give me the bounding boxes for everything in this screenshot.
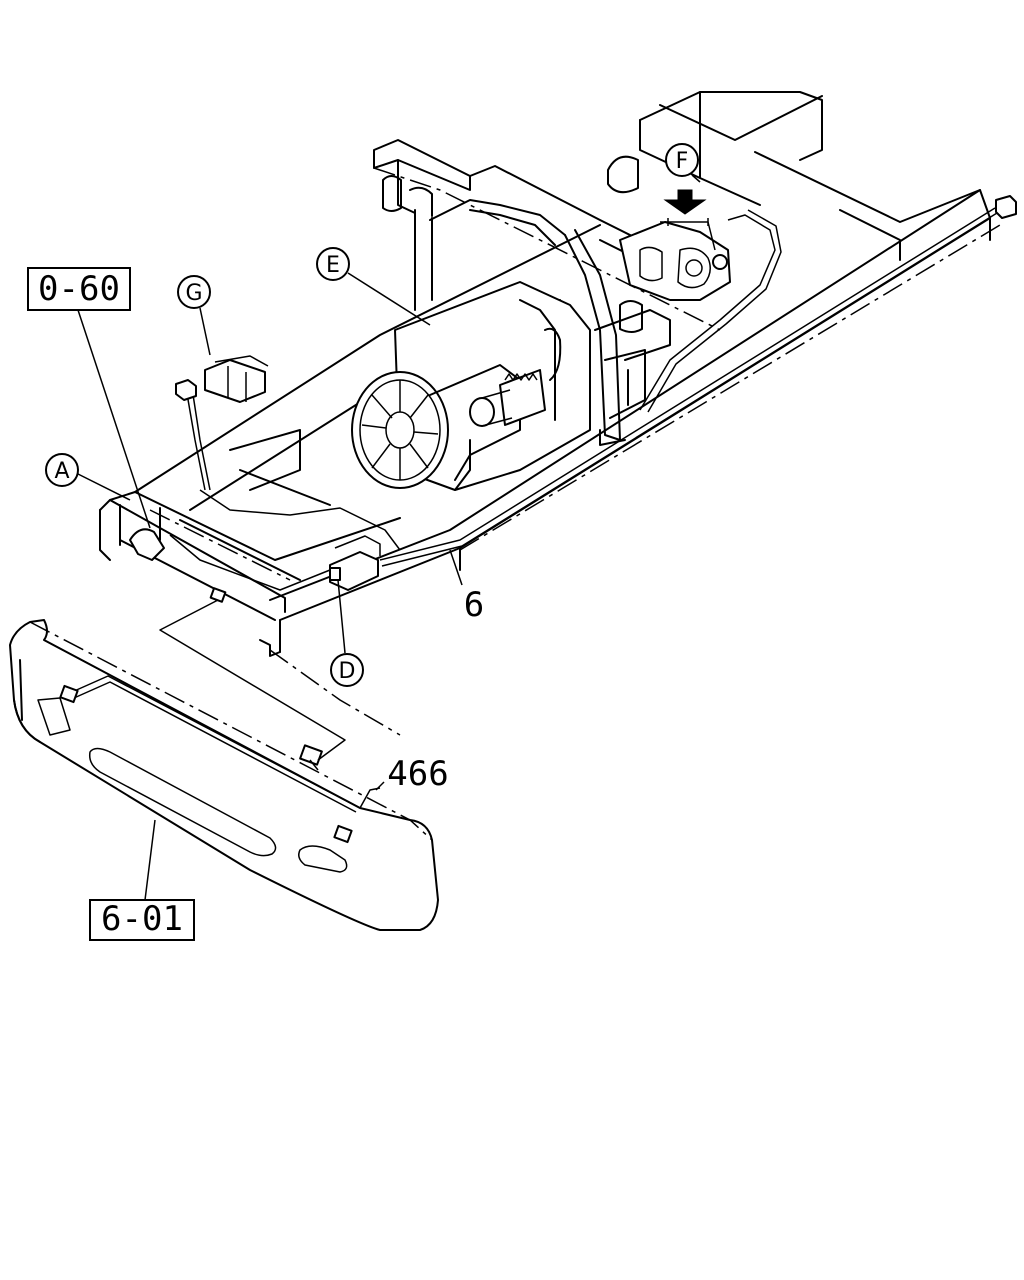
frame-dash-mid: [149, 509, 291, 581]
front-bumper: [9, 619, 439, 931]
callout-f: F: [665, 143, 699, 177]
ref-box-0-60-text: 0-60: [38, 269, 120, 309]
connector-g: [175, 355, 269, 403]
callout-g-text: G: [185, 281, 202, 306]
ref-box-6-01-text: 6-01: [101, 899, 183, 939]
rear-connector: [995, 195, 1017, 219]
direction-arrow: [663, 189, 707, 215]
callout-f-text: F: [676, 149, 689, 174]
ref-number-6: 6: [464, 585, 484, 625]
ref-box-6-01: 6-01: [89, 899, 195, 941]
connector-d: [329, 535, 381, 591]
bumper-link-line: [159, 599, 346, 761]
harness-6: [169, 207, 998, 591]
centerline-dash: [269, 649, 401, 736]
bumper-harness-466: [59, 587, 381, 844]
callout-a-text: A: [54, 459, 69, 484]
ref-number-466: 466: [387, 754, 448, 794]
frame-dash-right: [459, 224, 1001, 551]
ref-box-0-60: 0-60: [27, 267, 131, 311]
callout-d-text: D: [339, 659, 356, 684]
rear-frame: [607, 91, 981, 261]
callout-e-text: E: [326, 253, 340, 278]
engine-assembly: [351, 281, 591, 491]
callout-g: G: [177, 275, 211, 309]
clip-a: [129, 528, 165, 561]
callout-a: A: [45, 453, 79, 487]
callout-e: E: [316, 247, 350, 281]
frame-dash-top: [373, 167, 721, 331]
callout-d: D: [330, 653, 364, 687]
leader-lines: [73, 174, 701, 901]
transmission-component: [619, 218, 731, 301]
